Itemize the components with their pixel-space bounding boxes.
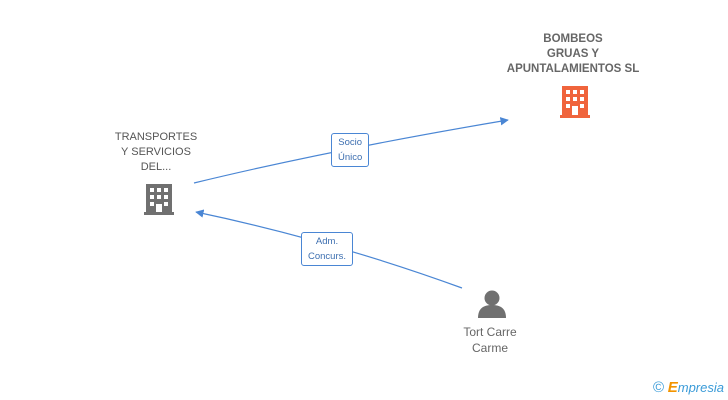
- brand-logo: © Empresia: [653, 379, 724, 396]
- building-icon[interactable]: [144, 184, 174, 215]
- edge-label-socio-unico: Socio Único: [331, 133, 370, 167]
- copyright-icon: ©: [653, 379, 665, 396]
- node-label-bombeos[interactable]: BOMBEOS GRUAS Y APUNTALAMIENTOS SL: [506, 33, 640, 75]
- edge-label-adm-concurs: Adm. Concurs.: [301, 232, 354, 266]
- building-icon[interactable]: [560, 86, 590, 118]
- person-icon[interactable]: [478, 290, 506, 319]
- node-label-transportes[interactable]: TRANSPORTES Y SERVICIOS DEL...: [114, 131, 198, 173]
- node-label-person[interactable]: Tort Carre Carme: [463, 325, 517, 355]
